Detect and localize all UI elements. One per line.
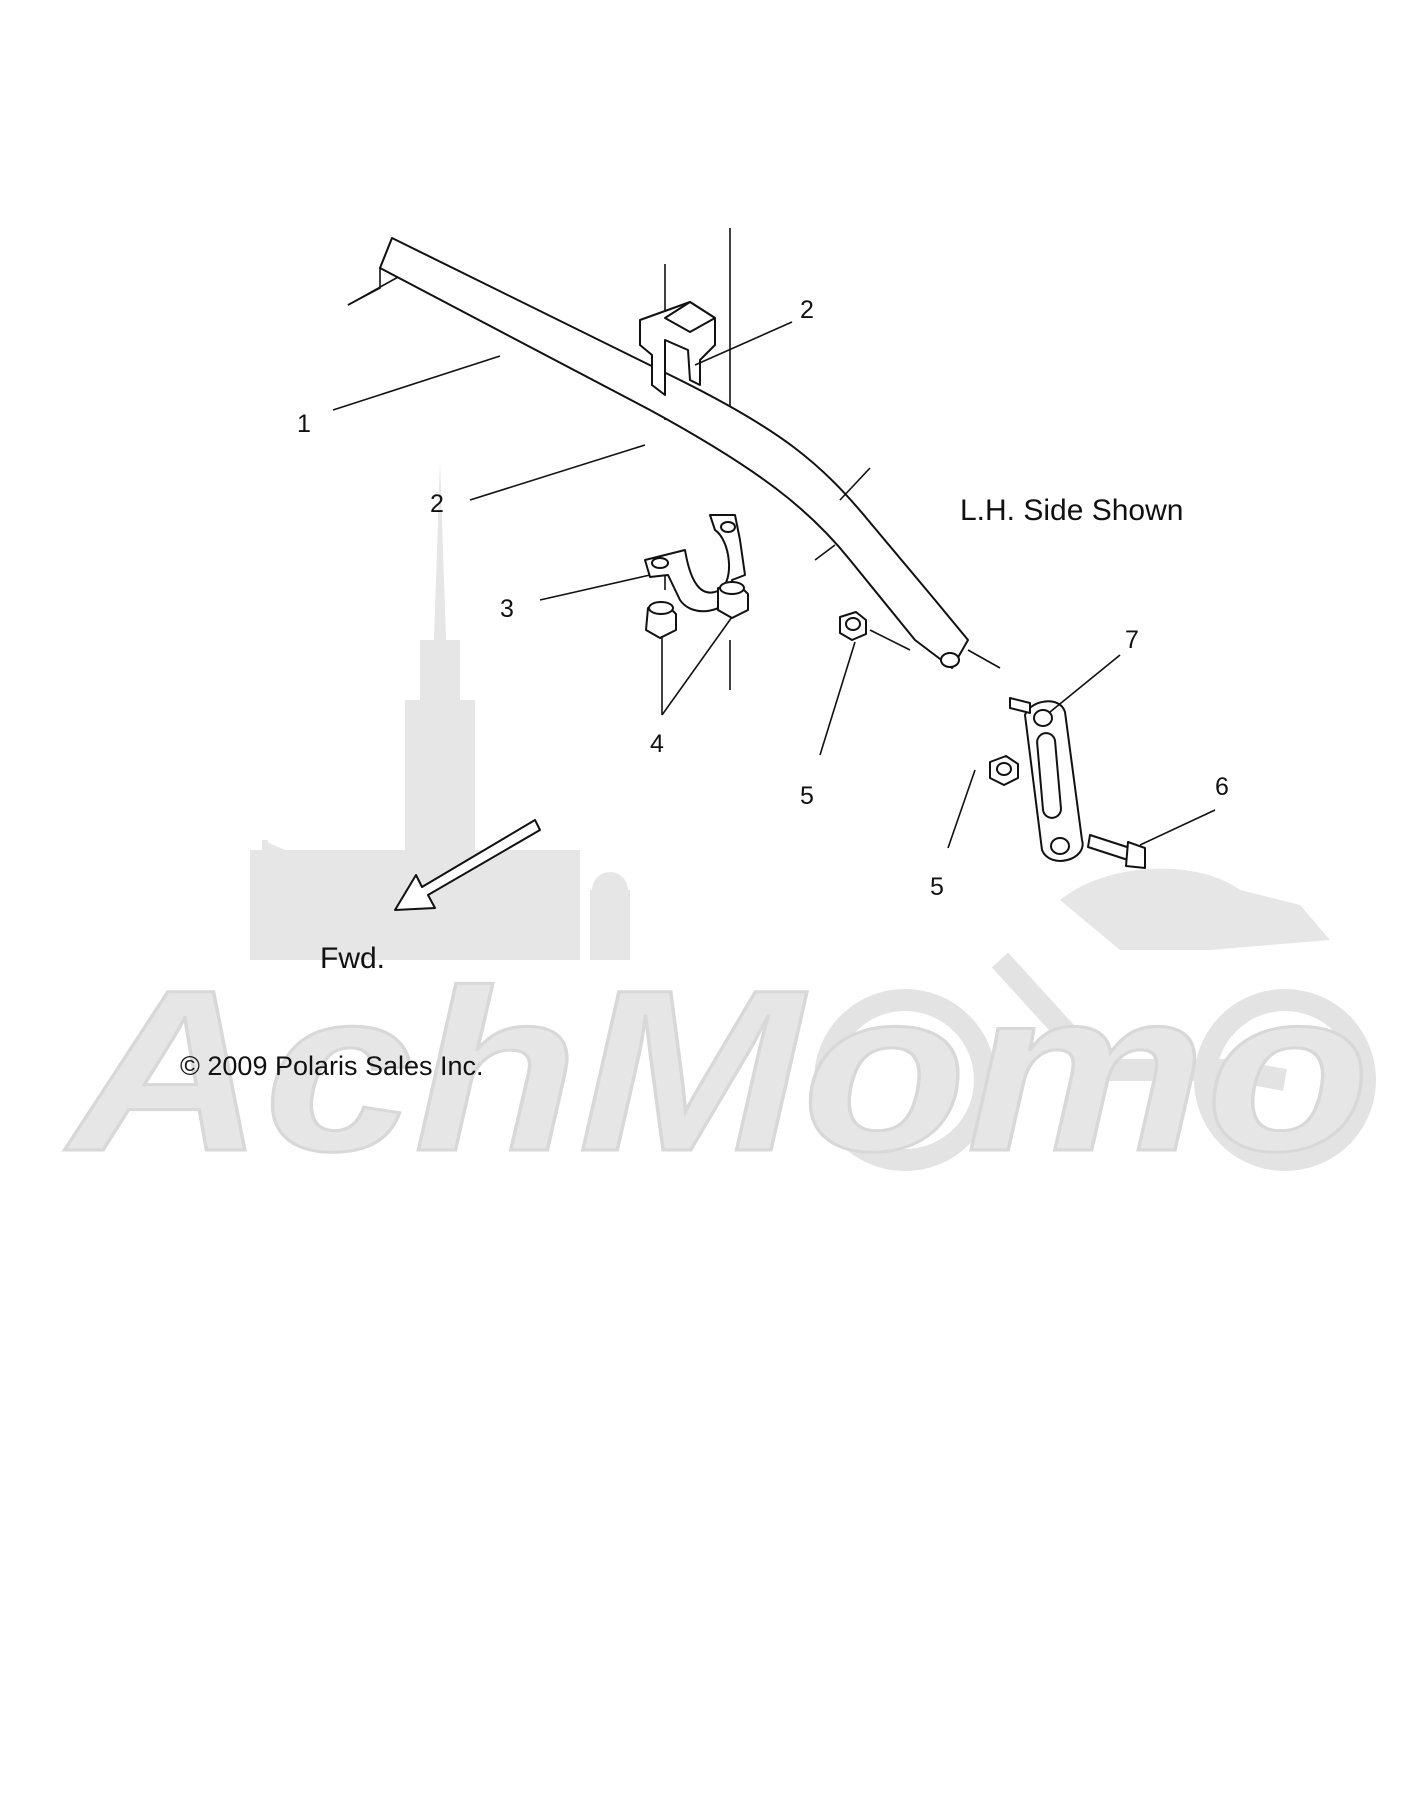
callout-5-lower: 5 bbox=[930, 873, 944, 901]
callout-3: 3 bbox=[500, 595, 514, 623]
watermark: AchMomo bbox=[63, 460, 1376, 1201]
callout-5-upper: 5 bbox=[800, 782, 814, 810]
end-link bbox=[1009, 697, 1084, 862]
callout-2-upper: 2 bbox=[800, 296, 814, 324]
stabilizer-bar bbox=[379, 237, 1001, 669]
callout-2-lower: 2 bbox=[430, 490, 444, 518]
callout-4: 4 bbox=[650, 730, 664, 758]
callout-1: 1 bbox=[297, 410, 311, 438]
callout-numbers: 1 2 2 3 4 5 5 6 7 bbox=[297, 296, 1229, 901]
bushing bbox=[639, 301, 716, 396]
callout-7: 7 bbox=[1125, 626, 1139, 654]
side-note: L.H. Side Shown bbox=[960, 494, 1183, 527]
leader-lines bbox=[332, 321, 1216, 849]
bushing-clamp bbox=[644, 514, 746, 613]
bolt bbox=[1087, 834, 1146, 869]
watermark-text: AchMomo bbox=[64, 942, 1370, 1199]
forward-label: Fwd. bbox=[320, 942, 385, 975]
flange-nuts bbox=[645, 581, 749, 639]
nut-upper bbox=[839, 611, 867, 641]
callout-6: 6 bbox=[1215, 773, 1229, 801]
nut-lower bbox=[989, 755, 1019, 786]
watermark-motorcycle bbox=[814, 868, 1376, 1171]
forward-arrow-icon bbox=[394, 819, 541, 911]
copyright: © 2009 Polaris Sales Inc. bbox=[180, 1051, 484, 1081]
